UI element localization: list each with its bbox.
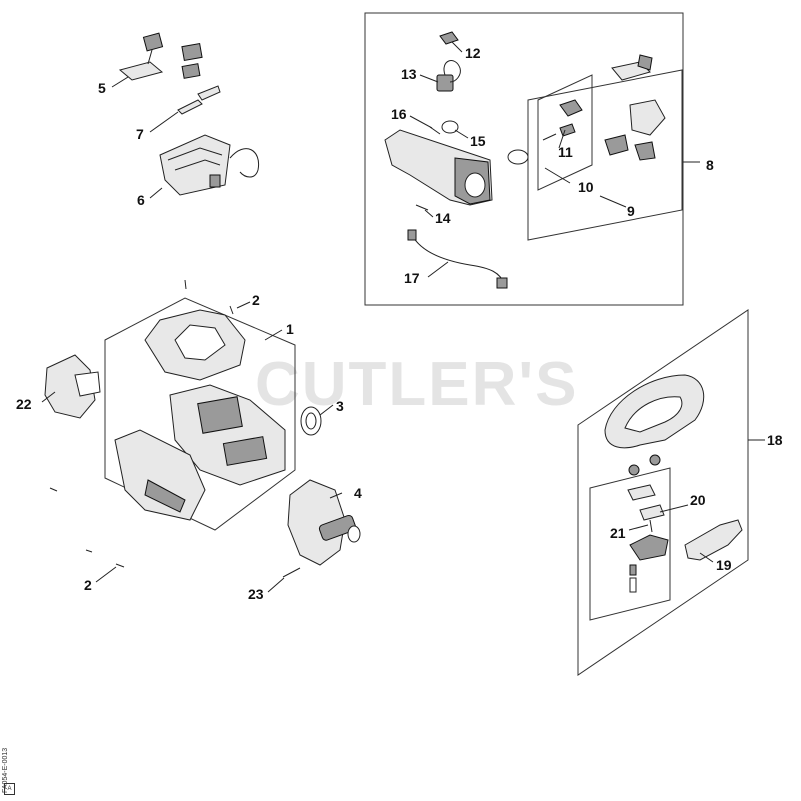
part-23-screw-icon <box>282 567 301 578</box>
part-11-springs-icon <box>542 99 583 141</box>
callout-23: 23 <box>248 586 264 602</box>
watermark-text: CUTLER'S <box>255 350 579 419</box>
callout-22: 22 <box>16 396 32 412</box>
callout-14: 14 <box>435 210 451 226</box>
part-20-clamp-parts-icon <box>627 454 669 593</box>
assembly-box-handle <box>364 12 684 306</box>
loop-handle-icon <box>604 374 705 449</box>
callout-7: 7 <box>136 126 144 142</box>
callout-21: 21 <box>610 525 626 541</box>
part-8-trigger-parts-icon <box>604 54 666 161</box>
callout-3: 3 <box>336 398 344 414</box>
callout-13: 13 <box>401 66 417 82</box>
callout-16: 16 <box>391 106 407 122</box>
callout-2-top: 2 <box>252 292 260 308</box>
housing-shell-icon <box>114 309 286 521</box>
part-22-battery-cover-icon <box>44 354 101 419</box>
callout-10: 10 <box>578 179 594 195</box>
callout-11: 11 <box>558 144 573 160</box>
control-handle-icon <box>384 129 529 206</box>
part-17-cable-icon <box>407 229 508 289</box>
assembly-box-9 <box>527 69 683 241</box>
part-12-clip-icon <box>439 31 459 45</box>
part-15-clamp-icon <box>441 120 459 134</box>
callout-2-bottom: 2 <box>84 577 92 593</box>
callout-1: 1 <box>286 321 294 337</box>
callout-18: 18 <box>767 432 783 448</box>
part-13-switch-icon <box>436 60 461 92</box>
assembly-box-loop-handle <box>577 309 749 676</box>
callout-9: 9 <box>627 203 635 219</box>
part-3-ring-icon <box>300 406 322 436</box>
callout-6: 6 <box>137 192 145 208</box>
part-2-screw-top-icon <box>184 279 234 315</box>
callout-8: 8 <box>706 157 714 173</box>
callout-4: 4 <box>354 485 362 501</box>
callout-12: 12 <box>465 45 481 61</box>
part-7-pins-icon <box>177 85 221 115</box>
motor-icon <box>287 479 361 566</box>
part-14-screw-icon <box>415 204 429 211</box>
assembly-box-20 <box>589 467 671 621</box>
assembly-box-housing <box>104 297 296 531</box>
figure-mark: A <box>4 783 15 795</box>
assembly-box-10 <box>537 74 593 191</box>
callout-19: 19 <box>716 557 732 573</box>
part-2-screw-bottom-icon <box>49 487 125 568</box>
callout-15: 15 <box>470 133 486 149</box>
callout-17: 17 <box>404 270 420 286</box>
part-19-bracket-icon <box>684 519 743 561</box>
part-5-contacts-icon <box>118 32 203 81</box>
callout-20: 20 <box>690 492 706 508</box>
part-6-bracket-icon <box>159 134 260 196</box>
callout-5: 5 <box>98 80 106 96</box>
